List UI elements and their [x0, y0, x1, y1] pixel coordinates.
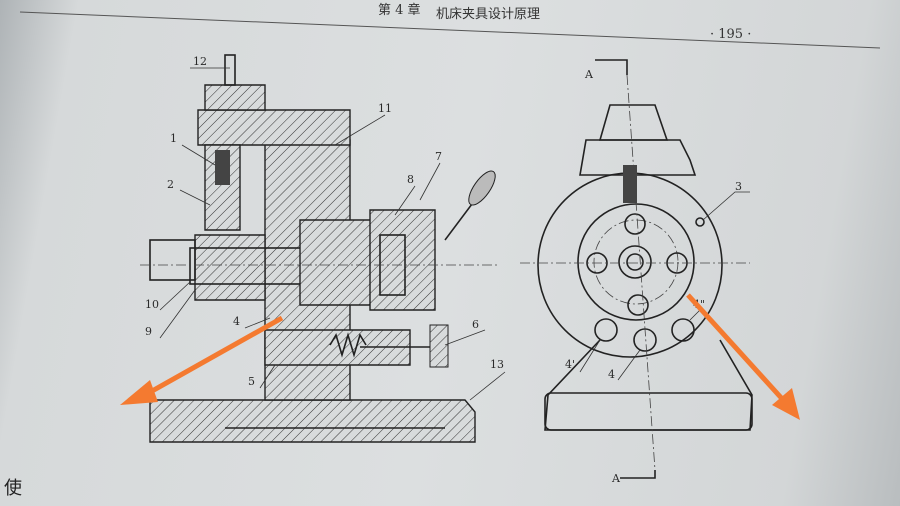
- svg-text:2: 2: [167, 178, 174, 191]
- margin-text: 使: [4, 478, 22, 499]
- svg-text:5: 5: [248, 375, 255, 388]
- arrow-right: [686, 293, 787, 404]
- svg-text:12: 12: [193, 55, 207, 68]
- svg-text:4: 4: [608, 368, 615, 381]
- svg-text:4: 4: [233, 315, 240, 328]
- arrow-left: [143, 315, 284, 398]
- svg-text:4': 4': [565, 358, 575, 371]
- section-labels: 12 1 2 11 7 8 10 9 4 5 6 13: [145, 55, 506, 401]
- knurl: [623, 165, 637, 203]
- base-plate: [149, 399, 476, 443]
- plunger-housing: [264, 329, 411, 366]
- knob: [429, 324, 449, 368]
- front-view: [520, 59, 753, 479]
- section-view: [140, 54, 500, 443]
- header-rule: [19, 11, 881, 49]
- svg-text:10: 10: [145, 298, 159, 311]
- chapter-number: 第 4 章: [378, 2, 421, 18]
- svg-text:6: 6: [472, 318, 479, 331]
- svg-text:8: 8: [407, 173, 414, 186]
- top-block: [197, 109, 351, 146]
- svg-text:7: 7: [435, 150, 442, 163]
- svg-text:1: 1: [170, 132, 177, 145]
- svg-text:9: 9: [145, 325, 152, 338]
- svg-text:11: 11: [378, 102, 392, 115]
- shaft-nut: [149, 239, 196, 281]
- chapter-title: 机床夹具设计原理: [436, 7, 540, 22]
- svg-text:A: A: [584, 68, 594, 81]
- svg-text:13: 13: [490, 358, 504, 371]
- front-labels: 3 4' 4 4" A A: [565, 68, 750, 485]
- page-number: · 195 ·: [710, 27, 751, 42]
- svg-text:3: 3: [735, 180, 742, 193]
- annotation-arrows: [120, 293, 800, 420]
- svg-text:A: A: [611, 472, 621, 485]
